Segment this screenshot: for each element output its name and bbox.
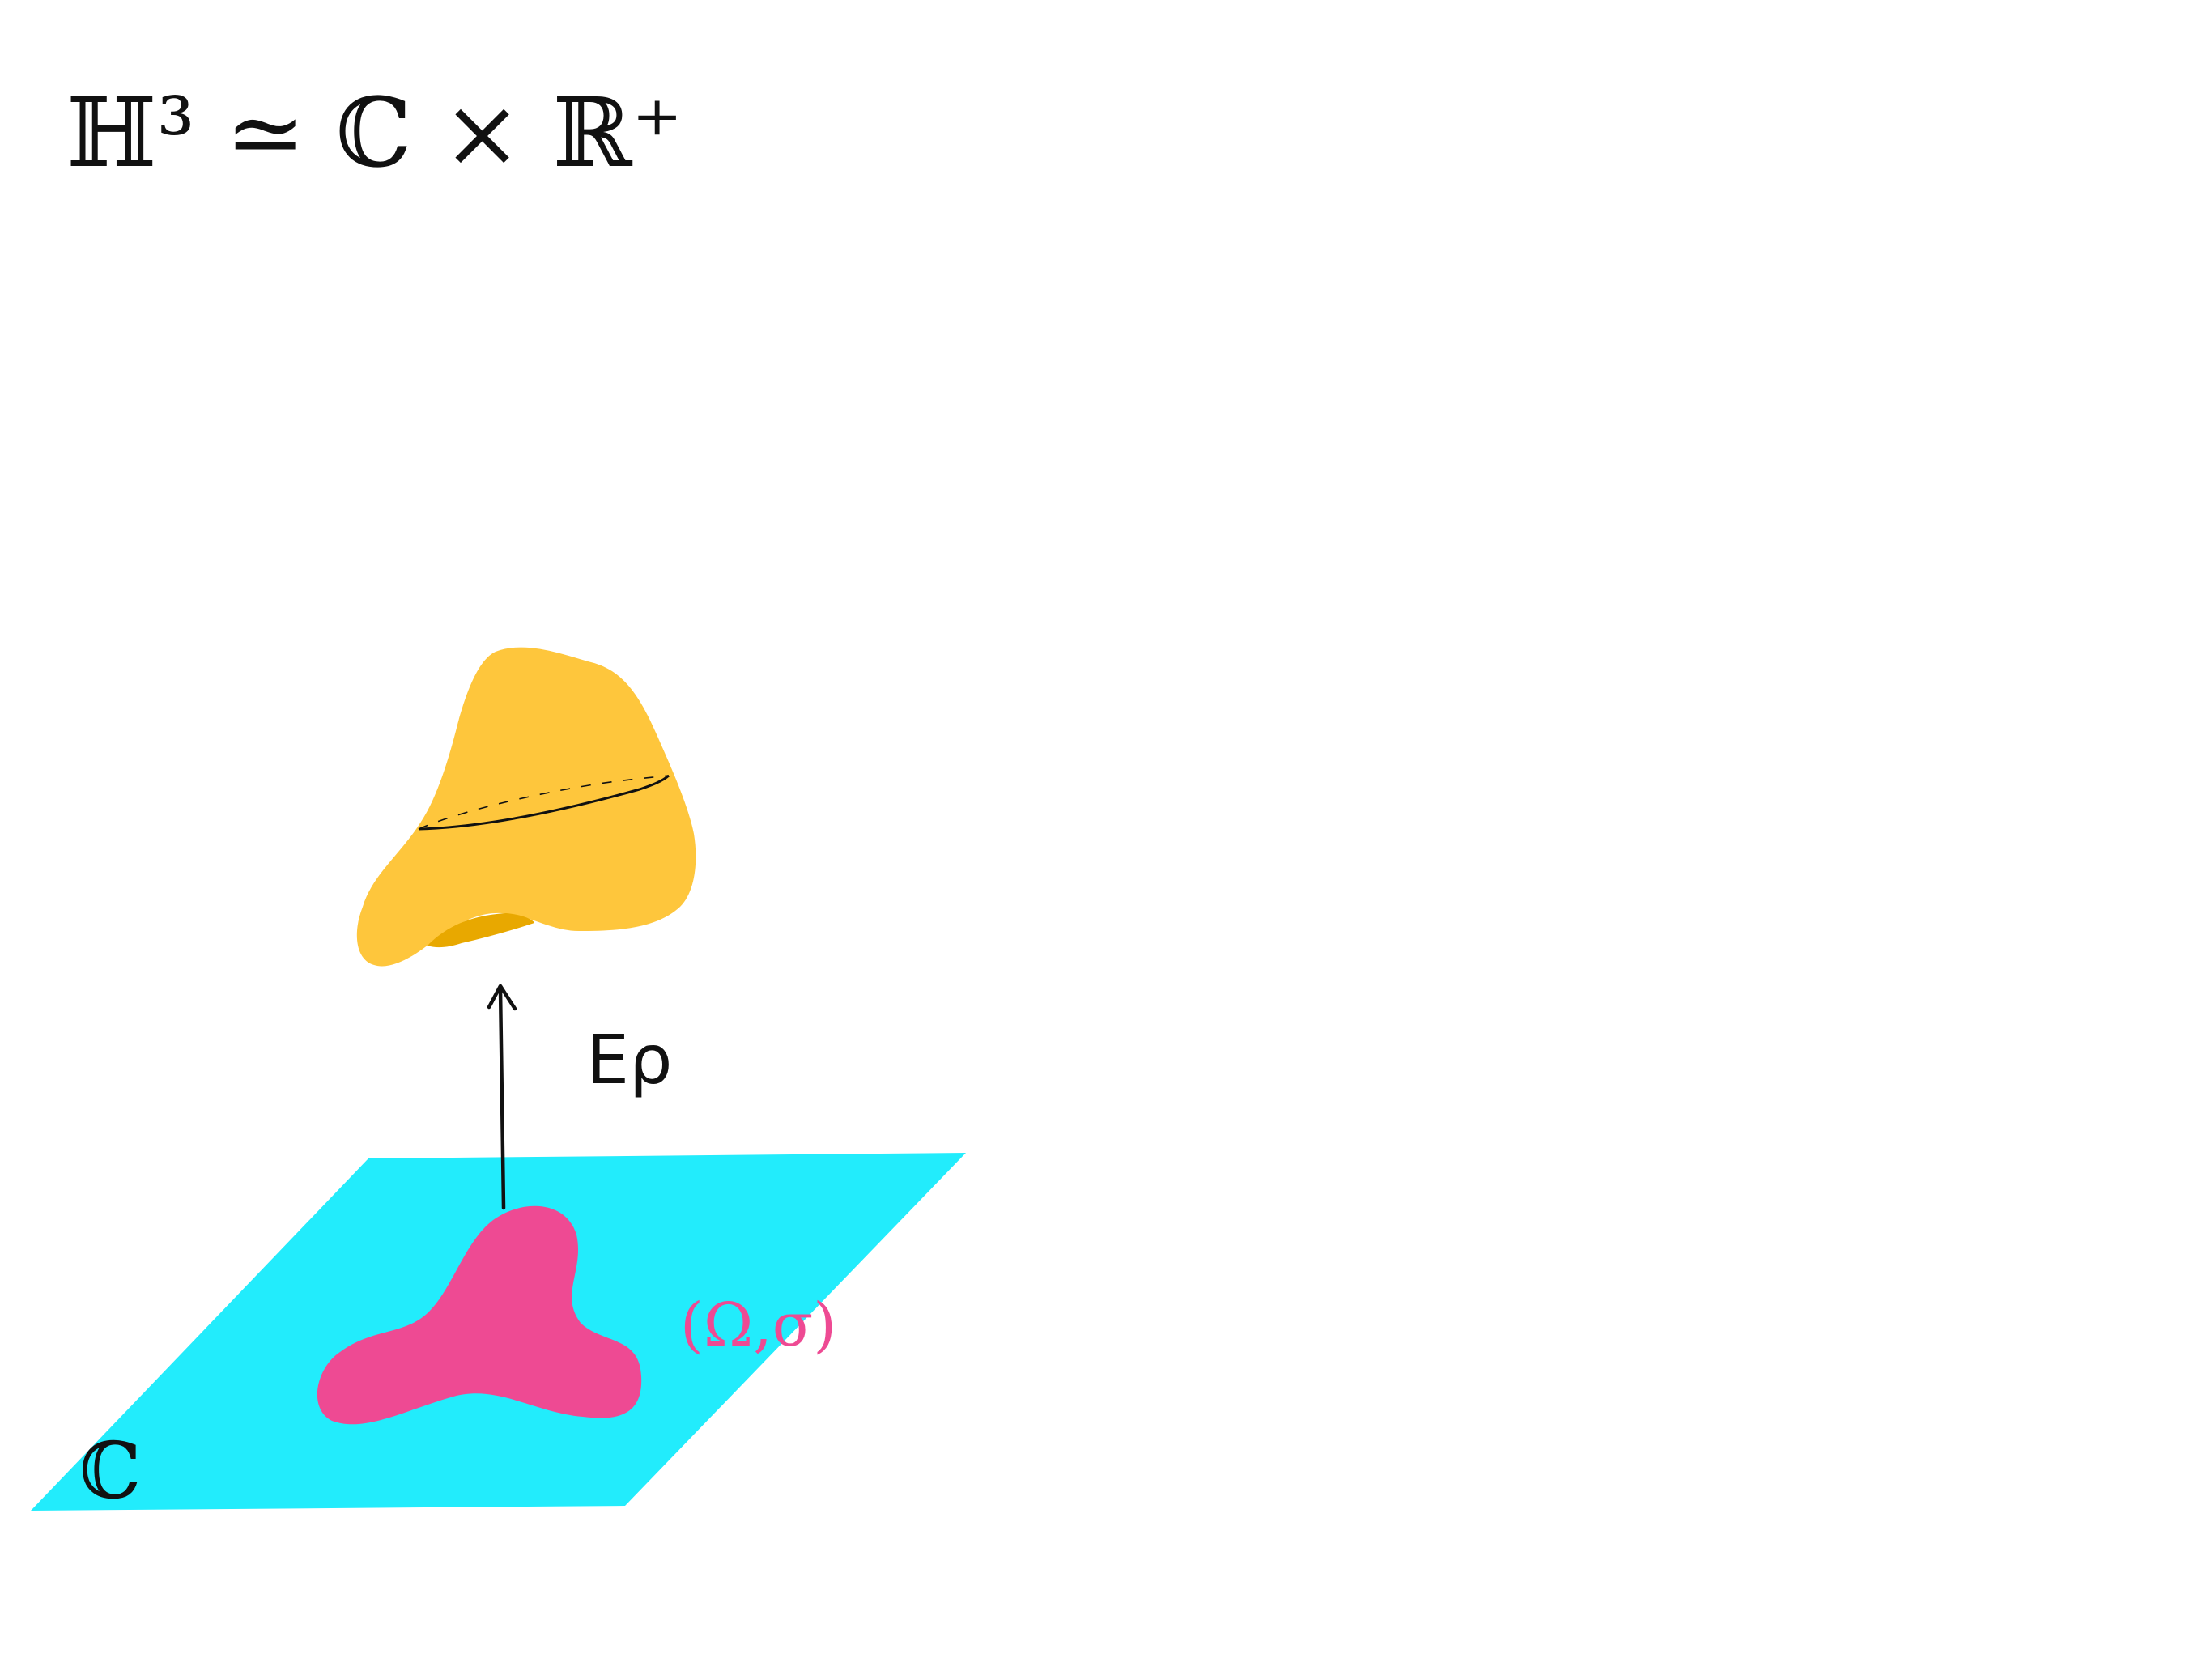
plane-label: ℂ	[79, 1426, 141, 1516]
formula-title: ℍ³ ≃ ℂ × ℝ⁺	[66, 77, 683, 189]
surface-shadow	[428, 913, 534, 948]
arrow-label: Eρ	[586, 1020, 672, 1099]
domain-label: (Ω,σ)	[680, 1290, 836, 1360]
surface-horizon-dashed	[418, 775, 670, 830]
surface-horizon-solid	[418, 774, 670, 831]
domain-blob	[317, 1205, 642, 1425]
arrow-shaft	[498, 987, 506, 1210]
arrow-head	[487, 984, 517, 1011]
surface-blob	[356, 647, 696, 967]
